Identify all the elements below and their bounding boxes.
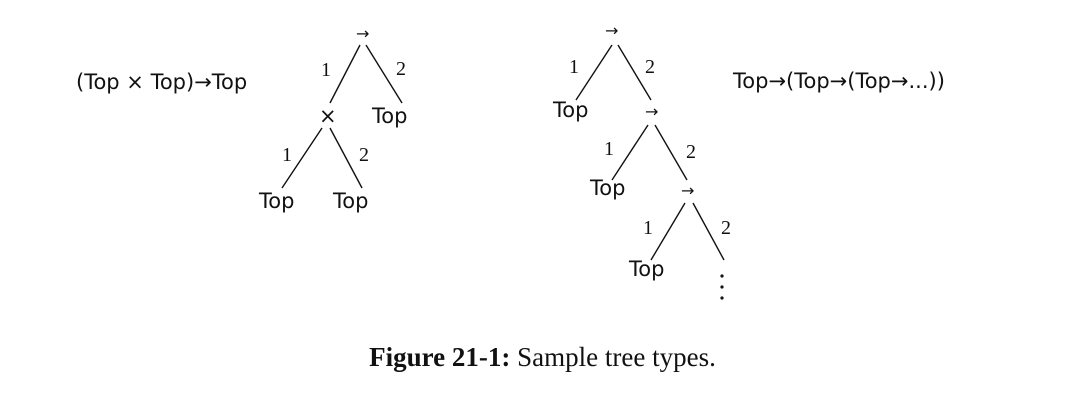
figure-caption-label: Figure 21-1: (369, 342, 511, 372)
right-l1-edge-1 (575, 44, 613, 101)
right-l1-edge-2-label: 2 (645, 56, 655, 78)
left-root-right-leaf: Top (372, 104, 408, 128)
left-product-edge-2-label: 2 (359, 144, 369, 166)
right-l3-arrow-node: → (681, 181, 695, 200)
right-l2-edge-2-label: 2 (686, 141, 696, 163)
right-l3-edge-2 (692, 202, 725, 261)
right-l1-arrow-node: → (605, 21, 619, 40)
left-product-edge-1-label: 1 (282, 144, 292, 166)
right-l3-edge-1 (650, 202, 686, 261)
left-product-left-leaf: Top (259, 189, 295, 213)
right-l1-edge-1-label: 1 (569, 56, 579, 78)
right-l1-edge-2 (617, 44, 652, 101)
left-root-edge-2-label: 2 (396, 58, 406, 80)
figure-caption-text: Sample tree types. (517, 342, 716, 372)
left-product-edge-2 (329, 127, 363, 189)
left-root-edge-1-label: 1 (321, 59, 331, 81)
figure-caption: Figure 21-1: Sample tree types. (0, 342, 1085, 373)
left-root-edge-2 (365, 44, 403, 104)
right-type-expression: Top→(Top→(Top→...)) (733, 69, 945, 93)
right-l2-edge-1 (611, 124, 649, 181)
left-root-edge-1 (329, 44, 361, 104)
left-product-edge-1 (281, 127, 323, 189)
left-type-expression: (Top × Top)→Top (76, 70, 248, 94)
right-l3-edge-2-label: 2 (721, 217, 731, 239)
right-l1-left-leaf: Top (553, 98, 589, 122)
right-l3-left-leaf: Top (629, 257, 665, 281)
continuation-dot-3 (720, 296, 724, 300)
continuation-dot-1 (720, 274, 724, 278)
right-l3-edge-1-label: 1 (643, 217, 653, 239)
left-root-arrow-node: → (356, 24, 370, 43)
right-l2-edge-1-label: 1 (604, 138, 614, 160)
right-l2-arrow-node: → (645, 102, 659, 121)
right-l2-left-leaf: Top (590, 176, 626, 200)
right-l2-edge-2 (654, 124, 688, 181)
left-product-right-leaf: Top (333, 189, 369, 213)
left-product-node: × (319, 104, 337, 128)
continuation-dot-2 (720, 285, 724, 289)
